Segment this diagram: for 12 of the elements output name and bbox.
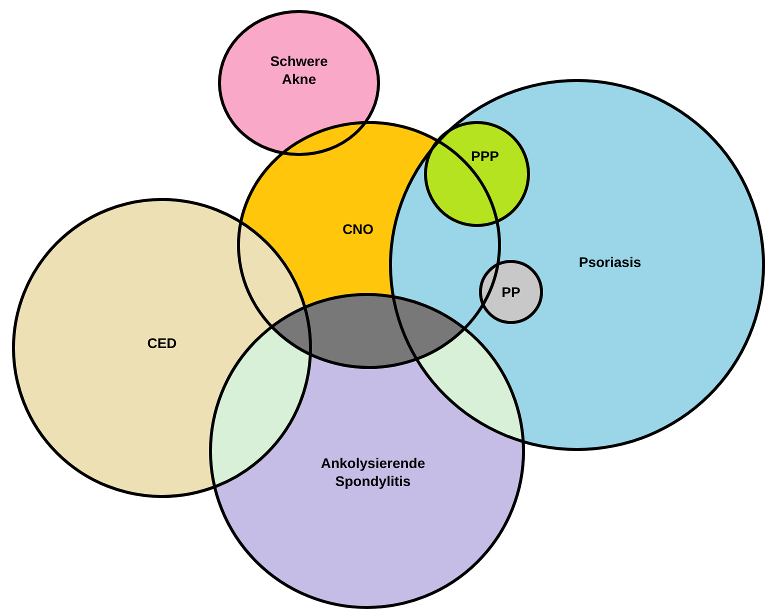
circle-label: PP bbox=[500, 283, 522, 301]
circle-label: CNO bbox=[341, 220, 375, 238]
circle-label: Psoriasis bbox=[578, 253, 642, 271]
circle-label: PPP bbox=[470, 147, 500, 165]
circle bbox=[479, 260, 543, 324]
circle bbox=[12, 198, 312, 498]
circle bbox=[218, 10, 380, 156]
circle bbox=[237, 121, 501, 369]
circle-label: Ankolysierende Spondylitis bbox=[320, 454, 426, 490]
circle bbox=[389, 79, 765, 451]
circle-label: Schwere Akne bbox=[269, 52, 329, 88]
circle-label: CED bbox=[146, 334, 178, 352]
